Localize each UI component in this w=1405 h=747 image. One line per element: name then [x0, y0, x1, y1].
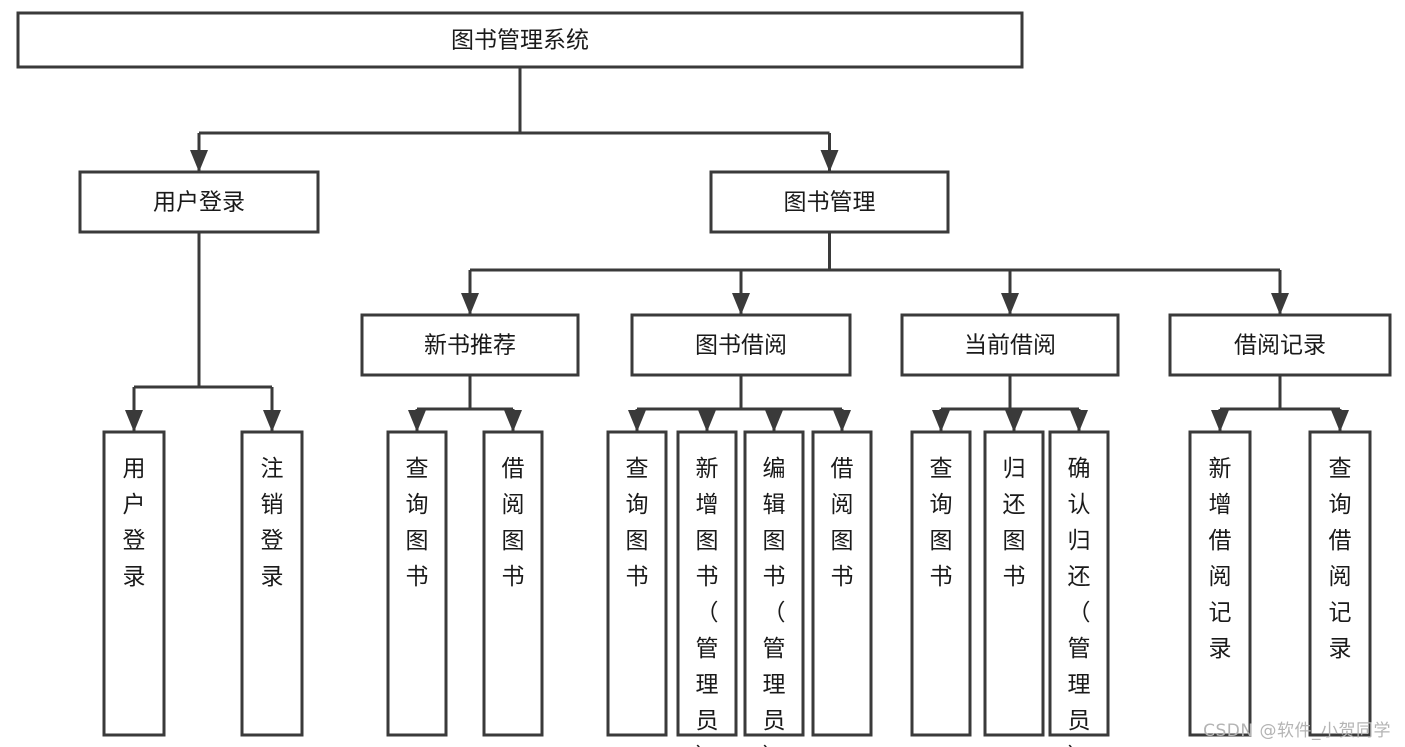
l3-1-to-leaves-arrow-3: [833, 410, 851, 432]
node-label-图书管理: 图书管理: [784, 190, 876, 216]
node-box-图书借阅: [630, 313, 852, 377]
node-box-归还图书: [983, 430, 1045, 737]
l3-0-to-leaves-arrow-1: [504, 410, 522, 432]
node-box-用户登录: [78, 170, 320, 234]
node-box-查询图书: [606, 430, 668, 737]
l3-2-to-leaves-arrow-2: [1070, 410, 1088, 432]
node-box-新增借阅记录: [1188, 430, 1252, 737]
node-box-查询图书: [910, 430, 972, 737]
node-box-图书管理系统: [16, 11, 1024, 69]
node-编辑图书管理员[interactable]: 编辑图书（管理员）: [743, 430, 805, 747]
login-to-leaves-arrow-1: [263, 410, 281, 432]
node-label-用户登录: 用户登录: [123, 456, 146, 590]
node-box-图书管理: [709, 170, 950, 234]
node-box-用户登录: [102, 430, 166, 737]
l2-to-l3-arrow-0: [461, 293, 479, 315]
l3-1-to-leaves-arrow-1: [698, 410, 716, 432]
node-label-查询图书: 查询图书: [626, 456, 649, 590]
node-确认归还管理员[interactable]: 确认归还（管理员）: [1048, 430, 1110, 747]
node-注销登录[interactable]: 注销登录: [240, 430, 304, 737]
l3-3-to-leaves-arrow-0: [1211, 410, 1229, 432]
node-box-新增图书管理员: [676, 430, 738, 737]
l3-1-to-leaves-arrow-0: [628, 410, 646, 432]
node-借阅记录[interactable]: 借阅记录: [1168, 313, 1392, 377]
node-label-借阅图书: 借阅图书: [502, 456, 525, 590]
node-新增图书管理员[interactable]: 新增图书（管理员）: [676, 430, 738, 747]
node-box-编辑图书管理员: [743, 430, 805, 737]
login-to-leaves-arrow-0: [125, 410, 143, 432]
node-新增借阅记录[interactable]: 新增借阅记录: [1188, 430, 1252, 737]
node-box-注销登录: [240, 430, 304, 737]
l3-0-to-leaves-arrow-0: [408, 410, 426, 432]
node-图书管理[interactable]: 图书管理: [709, 170, 950, 234]
node-label-查询图书: 查询图书: [930, 456, 953, 590]
node-借阅图书[interactable]: 借阅图书: [482, 430, 544, 737]
node-借阅图书[interactable]: 借阅图书: [811, 430, 873, 737]
node-label-新书推荐: 新书推荐: [424, 333, 516, 359]
node-label-查询图书: 查询图书: [406, 456, 429, 590]
l2-to-l3-arrow-2: [1001, 293, 1019, 315]
node-label-借阅图书: 借阅图书: [831, 456, 854, 590]
node-label-确认归还管理员: 确认归还（管理员）: [1068, 456, 1091, 747]
csdn-watermark: CSDN @软件_小贺同学: [1203, 721, 1391, 741]
l2-to-l3-arrow-1: [732, 293, 750, 315]
root-to-l2-arrow-0: [190, 150, 208, 172]
node-label-当前借阅: 当前借阅: [964, 333, 1056, 359]
node-box-查询图书: [386, 430, 448, 737]
node-查询借阅记录[interactable]: 查询借阅记录: [1308, 430, 1372, 737]
node-label-查询借阅记录: 查询借阅记录: [1329, 456, 1352, 662]
node-用户登录[interactable]: 用户登录: [102, 430, 166, 737]
node-当前借阅[interactable]: 当前借阅: [900, 313, 1120, 377]
root-to-l2-arrow-1: [820, 150, 839, 172]
node-label-图书借阅: 图书借阅: [695, 333, 787, 359]
l2-to-l3-arrow-3: [1271, 293, 1289, 315]
node-label-借阅记录: 借阅记录: [1234, 333, 1326, 359]
connectors-layer: [125, 67, 1349, 432]
l3-2-to-leaves-arrow-1: [1005, 410, 1023, 432]
node-label-新增借阅记录: 新增借阅记录: [1209, 456, 1232, 662]
l3-2-to-leaves-arrow-0: [932, 410, 950, 432]
l3-3-to-leaves-arrow-1: [1331, 410, 1349, 432]
node-label-归还图书: 归还图书: [1003, 456, 1026, 590]
node-box-新书推荐: [360, 313, 580, 377]
node-查询图书[interactable]: 查询图书: [910, 430, 972, 737]
node-box-查询借阅记录: [1308, 430, 1372, 737]
node-box-当前借阅: [900, 313, 1120, 377]
node-box-借阅图书: [482, 430, 544, 737]
node-查询图书[interactable]: 查询图书: [606, 430, 668, 737]
node-box-借阅记录: [1168, 313, 1392, 377]
node-label-注销登录: 注销登录: [261, 456, 284, 590]
node-图书管理系统[interactable]: 图书管理系统: [16, 11, 1024, 69]
node-label-图书管理系统: 图书管理系统: [451, 28, 589, 54]
l3-1-to-leaves-arrow-2: [765, 410, 783, 432]
node-box-借阅图书: [811, 430, 873, 737]
node-label-用户登录: 用户登录: [153, 190, 245, 216]
node-图书借阅[interactable]: 图书借阅: [630, 313, 852, 377]
nodes-layer: 图书管理系统用户登录图书管理新书推荐图书借阅当前借阅借阅记录用户登录注销登录查询…: [16, 11, 1392, 747]
node-box-确认归还管理员: [1048, 430, 1110, 737]
node-新书推荐[interactable]: 新书推荐: [360, 313, 580, 377]
node-查询图书[interactable]: 查询图书: [386, 430, 448, 737]
node-label-编辑图书管理员: 编辑图书（管理员）: [763, 456, 786, 747]
node-label-新增图书管理员: 新增图书（管理员）: [696, 456, 719, 747]
node-用户登录[interactable]: 用户登录: [78, 170, 320, 234]
node-归还图书[interactable]: 归还图书: [983, 430, 1045, 737]
